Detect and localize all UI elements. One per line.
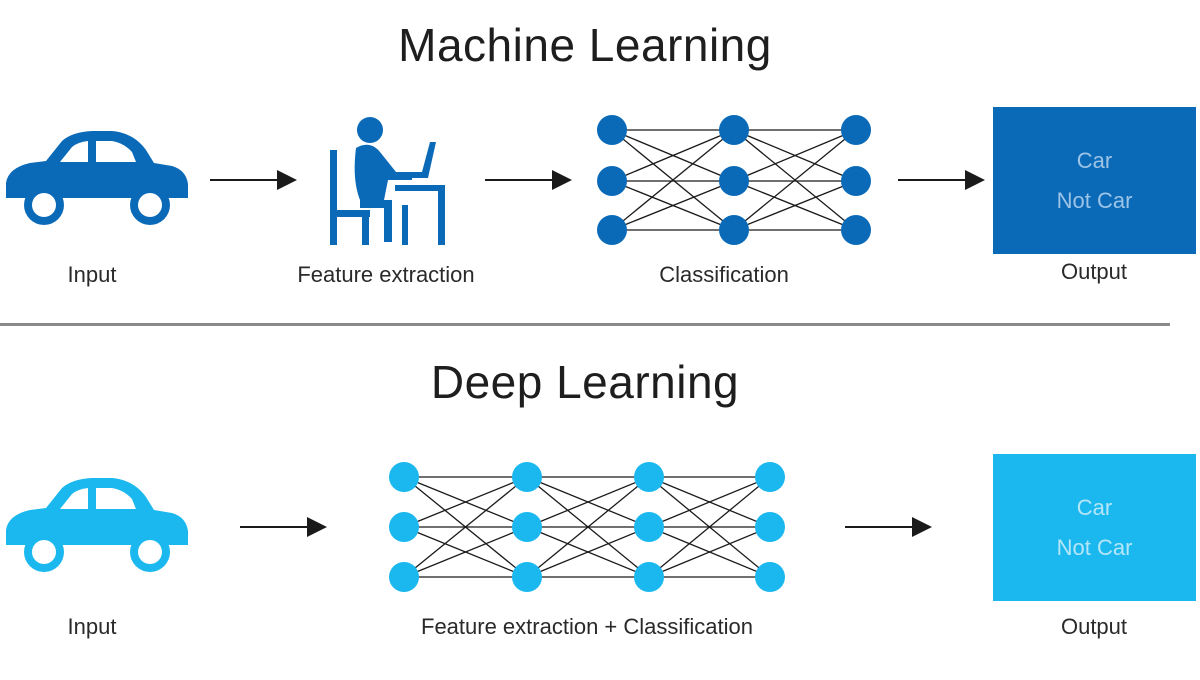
ml-input-label: Input (67, 262, 117, 287)
dl-input-label: Input (67, 614, 117, 639)
dl-output-box: Car Not Car (993, 454, 1196, 601)
ml-neural-network (597, 115, 871, 245)
ml-classification-label: Classification (659, 262, 789, 287)
section-divider (0, 323, 1170, 326)
car-icon (6, 131, 188, 225)
dl-output-label: Output (1060, 614, 1128, 639)
deep-learning-title: Deep Learning (430, 356, 740, 408)
ml-output-not-car: Not Car (1056, 187, 1133, 213)
machine-learning-title: Machine Learning (398, 19, 772, 71)
dl-combined-label: Feature extraction + Classification (421, 614, 753, 639)
dl-output-not-car: Not Car (1056, 534, 1133, 560)
ml-output-label: Output (1060, 259, 1128, 284)
ml-output-box: Car Not Car (993, 107, 1196, 254)
ml-feature-extraction-label: Feature extraction (297, 262, 475, 287)
dl-output-car: Car (1076, 494, 1113, 520)
car-icon (6, 478, 188, 572)
dl-neural-network (389, 462, 785, 592)
person-at-desk-icon (330, 117, 445, 245)
ml-output-car: Car (1076, 147, 1113, 173)
